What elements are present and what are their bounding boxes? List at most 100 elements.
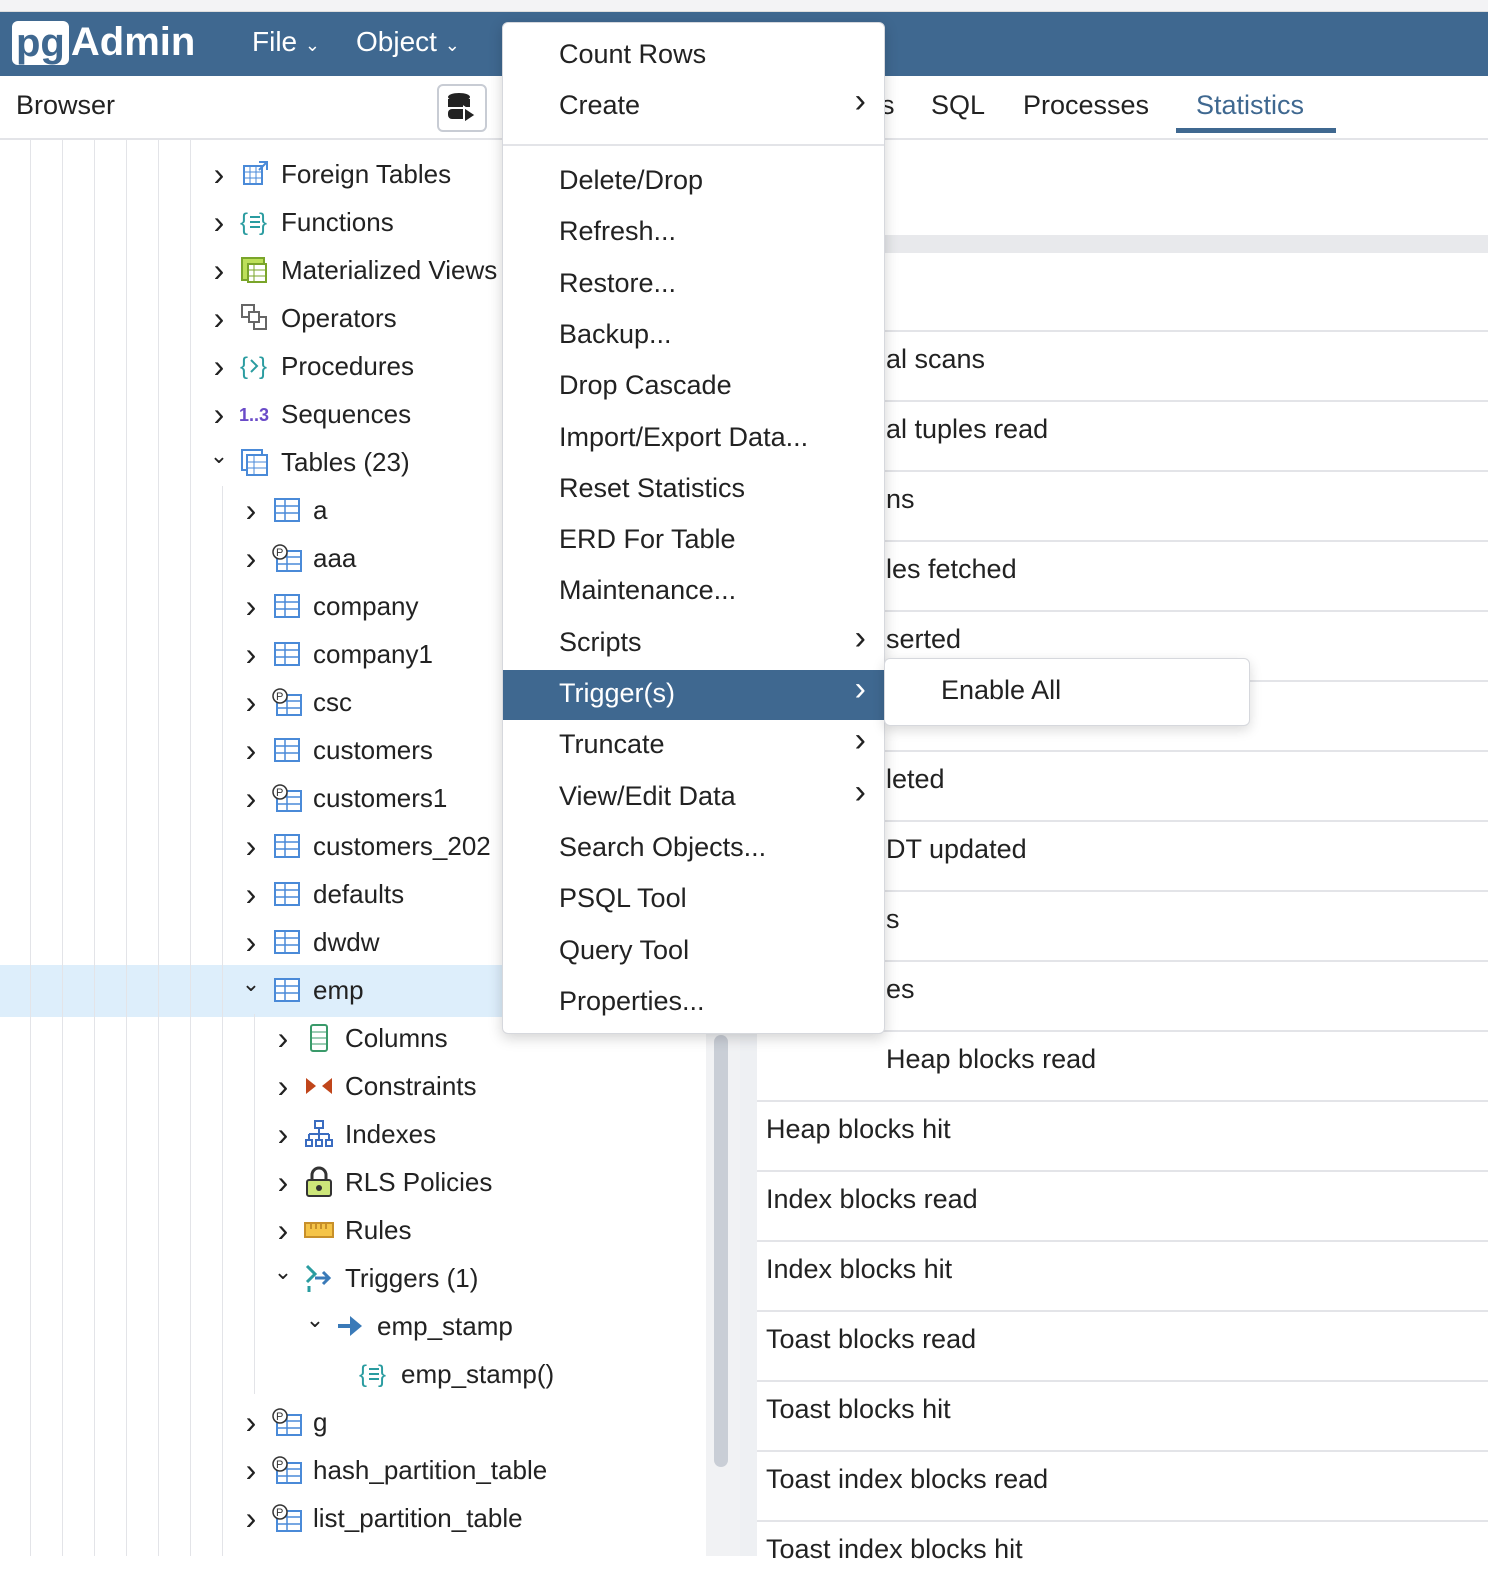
- tree-item[interactable]: ›company: [237, 582, 419, 630]
- tree-item[interactable]: ⌄emp_stamp: [301, 1302, 513, 1350]
- scrollbar-thumb[interactable]: [714, 1035, 728, 1467]
- chevron-right-icon[interactable]: ›: [213, 155, 225, 192]
- menu-item-count-rows[interactable]: Count Rows: [503, 31, 884, 81]
- tree-item[interactable]: ›a: [237, 486, 328, 534]
- chevron-right-icon[interactable]: ›: [245, 731, 257, 768]
- tree-item[interactable]: ›company1: [237, 630, 433, 678]
- chevron-right-icon[interactable]: ›: [277, 1019, 289, 1056]
- chevron-right-icon[interactable]: ›: [277, 1115, 289, 1152]
- chevron-right-icon[interactable]: ›: [277, 1067, 289, 1104]
- chevron-right-icon[interactable]: ›: [213, 347, 225, 384]
- tree-item[interactable]: ›Indexes: [269, 1110, 436, 1158]
- tab-sql[interactable]: SQL: [931, 90, 986, 120]
- tree-item[interactable]: ›dwdw: [237, 918, 380, 966]
- menu-item-maintenance[interactable]: Maintenance...: [503, 567, 884, 617]
- menu-item-truncate[interactable]: Truncate›: [503, 721, 884, 771]
- menu-item-erd-for-table[interactable]: ERD For Table: [503, 516, 884, 566]
- menu-item-view-edit-data[interactable]: View/Edit Data›: [503, 773, 884, 823]
- menu-item-reset-statistics[interactable]: Reset Statistics: [503, 465, 884, 515]
- menu-file[interactable]: File ⌄: [252, 26, 320, 58]
- menu-item-drop-cascade[interactable]: Drop Cascade: [503, 362, 884, 412]
- chevron-right-icon: ›: [854, 618, 866, 657]
- menu-item-trigger-s[interactable]: Trigger(s)›: [503, 670, 884, 720]
- menu-item-label: ERD For Table: [559, 524, 736, 555]
- partitioned-table-icon: P: [271, 1407, 303, 1437]
- tree-item[interactable]: ›Operators: [205, 294, 397, 342]
- indexes-icon: [303, 1119, 335, 1149]
- chevron-right-icon[interactable]: ›: [245, 539, 257, 576]
- chevron-right-icon[interactable]: ›: [245, 1499, 257, 1536]
- menu-item-backup[interactable]: Backup...: [503, 311, 884, 361]
- tree-item[interactable]: ›{}Functions: [205, 198, 394, 246]
- tree-item[interactable]: ›customers_202: [237, 822, 491, 870]
- tab-statistics[interactable]: Statistics: [1196, 90, 1305, 120]
- menu-item-query-tool[interactable]: Query Tool: [503, 927, 884, 977]
- chevron-right-icon[interactable]: ›: [245, 683, 257, 720]
- chevron-right-icon[interactable]: ›: [213, 251, 225, 288]
- tree-item[interactable]: ›Constraints: [269, 1062, 477, 1110]
- chevron-right-icon[interactable]: ›: [245, 635, 257, 672]
- chevron-right-icon[interactable]: ›: [245, 923, 257, 960]
- menu-item-restore[interactable]: Restore...: [503, 260, 884, 310]
- menu-item-enable-all[interactable]: Enable All: [941, 675, 1062, 705]
- tree-item[interactable]: › Foreign Tables: [205, 150, 451, 198]
- tree-item[interactable]: ›customers: [237, 726, 433, 774]
- chevron-right-icon[interactable]: ›: [245, 587, 257, 624]
- chevron-right-icon[interactable]: ›: [245, 491, 257, 528]
- tree-item[interactable]: ›RLS Policies: [269, 1158, 493, 1206]
- chevron-right-icon[interactable]: ›: [213, 395, 225, 432]
- chevron-down-icon[interactable]: ⌄: [273, 1259, 293, 1284]
- menu-object[interactable]: Object ⌄: [356, 26, 460, 58]
- chevron-right-icon[interactable]: ›: [245, 779, 257, 816]
- tree-item[interactable]: ⌄Triggers (1): [269, 1254, 479, 1302]
- menu-item-create[interactable]: Create›: [503, 82, 884, 132]
- statistics-row-divider: [757, 330, 1488, 332]
- chevron-right-icon[interactable]: ›: [213, 203, 225, 240]
- chevron-right-icon[interactable]: ›: [245, 827, 257, 864]
- tree-item[interactable]: ⌄Tables (23): [205, 438, 410, 486]
- chevron-right-icon[interactable]: ›: [245, 875, 257, 912]
- tree-item[interactable]: ⌄emp: [237, 966, 364, 1014]
- menu-item-label: Reset Statistics: [559, 472, 746, 503]
- trigger-submenu: Enable All: [884, 658, 1250, 726]
- menu-item-properties[interactable]: Properties...: [503, 978, 884, 1028]
- statistics-header-bar: [884, 235, 1488, 253]
- menu-item-scripts[interactable]: Scripts›: [503, 619, 884, 669]
- menu-item-refresh[interactable]: Refresh...: [503, 208, 884, 258]
- chevron-down-icon[interactable]: ⌄: [209, 443, 229, 468]
- menu-item-label: Import/Export Data...: [559, 421, 809, 452]
- tree-item[interactable]: ›defaults: [237, 870, 404, 918]
- partitioned-table-icon: P: [271, 543, 303, 573]
- table-icon: [271, 975, 303, 1005]
- menu-item-delete-drop[interactable]: Delete/Drop: [503, 157, 884, 207]
- tree-item[interactable]: ›Rules: [269, 1206, 412, 1254]
- chevron-down-icon[interactable]: ⌄: [241, 971, 261, 996]
- svg-text:P: P: [276, 691, 283, 703]
- menu-item-label: Properties...: [559, 985, 705, 1016]
- chevron-right-icon[interactable]: ›: [245, 1451, 257, 1488]
- chevron-right-icon[interactable]: ›: [213, 299, 225, 336]
- chevron-down-icon[interactable]: ⌄: [305, 1307, 325, 1332]
- tree-item[interactable]: {}emp_stamp(): [353, 1350, 554, 1398]
- tree-item-label: hash_partition_table: [313, 1454, 548, 1485]
- chevron-right-icon[interactable]: ›: [245, 1403, 257, 1440]
- tree-item-label: Foreign Tables: [281, 158, 452, 189]
- menu-item-psql-tool[interactable]: PSQL Tool: [503, 875, 884, 925]
- tree-item[interactable]: ›Columns: [269, 1014, 448, 1062]
- query-tool-button[interactable]: [437, 84, 487, 132]
- chevron-right-icon[interactable]: ›: [277, 1211, 289, 1248]
- svg-text:1..3: 1..3: [239, 405, 269, 425]
- chevron-right-icon[interactable]: ›: [277, 1163, 289, 1200]
- tree-item[interactable]: ›{}Procedures: [205, 342, 414, 390]
- menu-item-search-objects[interactable]: Search Objects...: [503, 824, 884, 874]
- tab-processes[interactable]: Processes: [1023, 90, 1150, 120]
- tree-item[interactable]: ›Materialized Views: [205, 246, 498, 294]
- menu-item-import-export-data[interactable]: Import/Export Data...: [503, 414, 884, 464]
